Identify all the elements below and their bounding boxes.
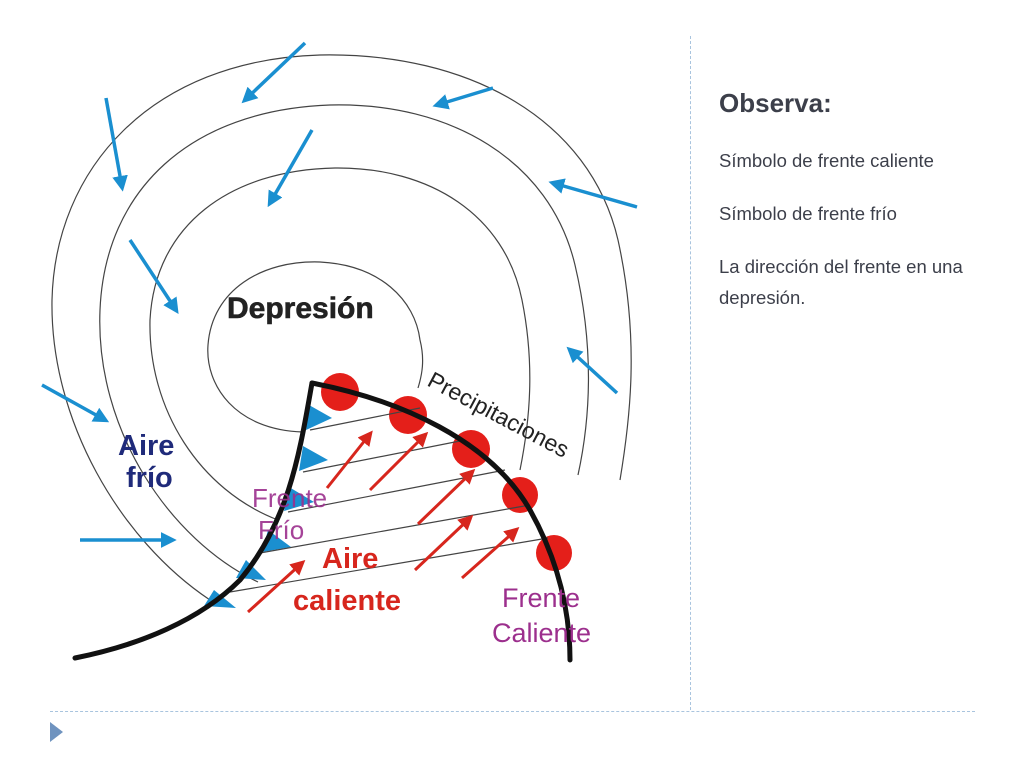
warm-air-arrow bbox=[246, 559, 306, 614]
label-frente-caliente-1: Frente bbox=[502, 583, 580, 613]
cold-air-arrow bbox=[548, 178, 638, 209]
label-aire-frio-1: Aire bbox=[118, 430, 174, 462]
isobar-outer bbox=[51, 54, 632, 601]
warm-air-arrow bbox=[368, 431, 429, 492]
cold-air-arrow bbox=[267, 129, 314, 208]
cold-front-symbol bbox=[299, 446, 328, 471]
label-depresion: Depresión bbox=[227, 292, 374, 325]
cold-air-arrow bbox=[41, 383, 110, 423]
label-aire-caliente-2: caliente bbox=[293, 585, 401, 617]
warm-air-arrow bbox=[461, 527, 520, 580]
panel-item-warm-front-symbol: Símbolo de frente caliente bbox=[719, 150, 934, 171]
label-precipitaciones: Precipitaciones bbox=[424, 366, 574, 462]
cold-air-arrows bbox=[41, 41, 638, 548]
sector-line bbox=[302, 439, 466, 473]
cold-air-arrow bbox=[104, 97, 128, 192]
label-frente-caliente-2: Caliente bbox=[492, 618, 591, 648]
warm-front-symbol bbox=[321, 373, 359, 411]
cold-front-symbol bbox=[306, 405, 332, 430]
warm-air-arrow bbox=[416, 468, 476, 526]
label-aire-frio-2: frío bbox=[126, 462, 173, 494]
vertical-divider bbox=[690, 36, 691, 710]
cold-air-arrow bbox=[566, 346, 619, 395]
panel-item-cold-front-symbol: Símbolo de frente frío bbox=[719, 203, 897, 224]
label-aire-caliente-1: Aire bbox=[322, 543, 378, 575]
warm-air-arrows bbox=[246, 430, 520, 614]
panel-item-front-direction: La dirección del frente en una depresión… bbox=[719, 256, 963, 308]
isobar-inner bbox=[207, 261, 424, 433]
label-frente-frio-2: Frío bbox=[258, 515, 304, 545]
label-frente-frio-1: Frente bbox=[252, 483, 327, 513]
cold-air-arrow bbox=[432, 86, 494, 110]
isobar-3 bbox=[149, 167, 531, 521]
cold-front-symbol bbox=[284, 487, 314, 511]
warm-front-line bbox=[309, 380, 573, 663]
horizontal-divider bbox=[50, 711, 975, 712]
sector-line bbox=[259, 504, 531, 554]
warm-air-arrow bbox=[413, 514, 474, 572]
cold-air-arrow bbox=[241, 41, 307, 104]
play-triangle-icon bbox=[50, 722, 63, 742]
warm-air-arrow bbox=[325, 430, 373, 489]
depression-front-diagram: Depresión Aire frío Frente Frío Aire cal… bbox=[41, 41, 638, 663]
isobar-2 bbox=[99, 104, 590, 583]
isobars bbox=[51, 54, 632, 601]
panel-title: Observa: bbox=[719, 88, 832, 118]
cold-front-line bbox=[72, 380, 315, 661]
cold-air-arrow bbox=[128, 239, 179, 314]
observations-panel: Observa: Símbolo de frente caliente Símb… bbox=[719, 88, 999, 335]
